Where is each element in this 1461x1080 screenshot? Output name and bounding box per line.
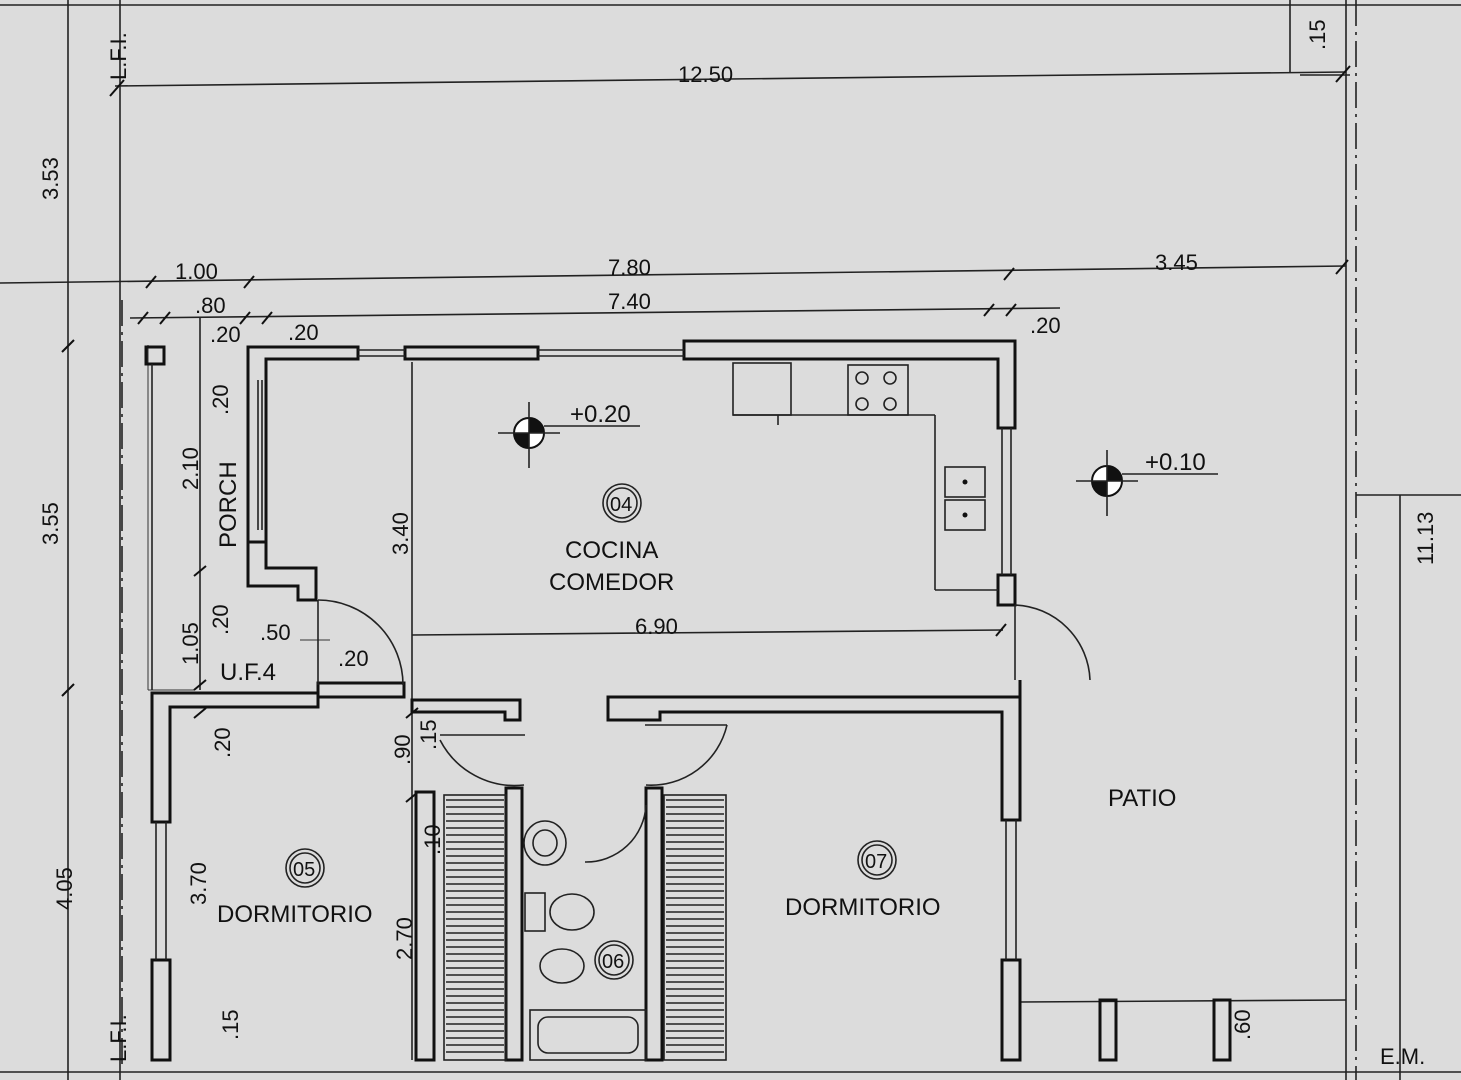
room-number-circles <box>285 483 897 980</box>
em-mark: E.M. <box>1380 1044 1425 1069</box>
room-dorm-left-number: 05 <box>293 859 315 881</box>
dim-top-total: 12.50 <box>678 62 733 87</box>
dim-uf-width: .50 <box>260 620 291 645</box>
dim-closet-height: 2.70 <box>392 917 417 960</box>
room-uf: U.F.4 <box>220 659 276 686</box>
dim-bottom-left: .15 <box>218 1009 243 1040</box>
dim-hall-c: .10 <box>420 824 445 855</box>
room-dorm-left: DORMITORIO <box>217 901 373 928</box>
level-patio: +0.10 <box>1145 449 1206 476</box>
dim-wall-a: .20 <box>210 322 241 347</box>
dim-hall-a: .90 <box>390 734 415 765</box>
dim-uf-height: 1.05 <box>178 622 203 665</box>
dim-left-upper: 3.53 <box>38 157 63 200</box>
closets <box>443 794 727 1061</box>
level-cocina: +0.20 <box>570 401 631 428</box>
dim-hall-b: .15 <box>416 719 441 750</box>
room-cocina-line1: COCINA <box>565 537 658 564</box>
dim-row1-b: 7.80 <box>608 255 651 280</box>
level-marker-cocina <box>498 402 640 468</box>
kitchen-fixtures <box>732 362 998 591</box>
dim-dorm-height: 3.70 <box>186 862 211 905</box>
room-patio: PATIO <box>1108 785 1176 812</box>
dim-left-middle: 3.55 <box>38 502 63 545</box>
dim-left-lower: 4.05 <box>52 867 77 910</box>
dim-right-top-small: .15 <box>1305 19 1330 50</box>
dim-right-total: 11.13 <box>1413 512 1438 565</box>
dim-row2-b: 7.40 <box>608 289 651 314</box>
room-porch: PORCH <box>215 461 242 548</box>
lfi-bottom: L.F.I. <box>106 1014 131 1062</box>
dim-porch-height: 2.10 <box>178 447 203 490</box>
dim-row1-a: 1.00 <box>175 259 218 284</box>
room-dorm-right-number: 07 <box>865 851 887 873</box>
dim-porch-bottom: .20 <box>208 604 233 635</box>
level-marker-patio <box>1076 450 1218 516</box>
bathroom-fixtures <box>523 820 647 1061</box>
dim-wall-b: .20 <box>288 320 319 345</box>
dim-uf-wall: .20 <box>338 646 369 671</box>
windows <box>151 349 1017 960</box>
dim-dorm-wall: .20 <box>210 727 235 758</box>
room-cocina-number: 04 <box>610 494 632 516</box>
dim-porch-top: .20 <box>208 384 233 415</box>
lfi-top: L.F.I. <box>106 32 131 80</box>
dim-cocina-height: 3.40 <box>388 512 413 555</box>
dim-row2-a: .80 <box>195 293 226 318</box>
dim-wall-c: .20 <box>1030 313 1061 338</box>
dim-row1-c: 3.45 <box>1155 250 1198 275</box>
room-cocina-line2: COMEDOR <box>549 569 674 596</box>
doors <box>317 599 1091 863</box>
dim-patio-small: .60 <box>1230 1009 1255 1040</box>
room-bath-number: 06 <box>602 951 624 973</box>
walls <box>144 339 1232 1062</box>
dim-cocina-width: 6.90 <box>635 614 678 639</box>
room-dorm-right: DORMITORIO <box>785 894 941 921</box>
